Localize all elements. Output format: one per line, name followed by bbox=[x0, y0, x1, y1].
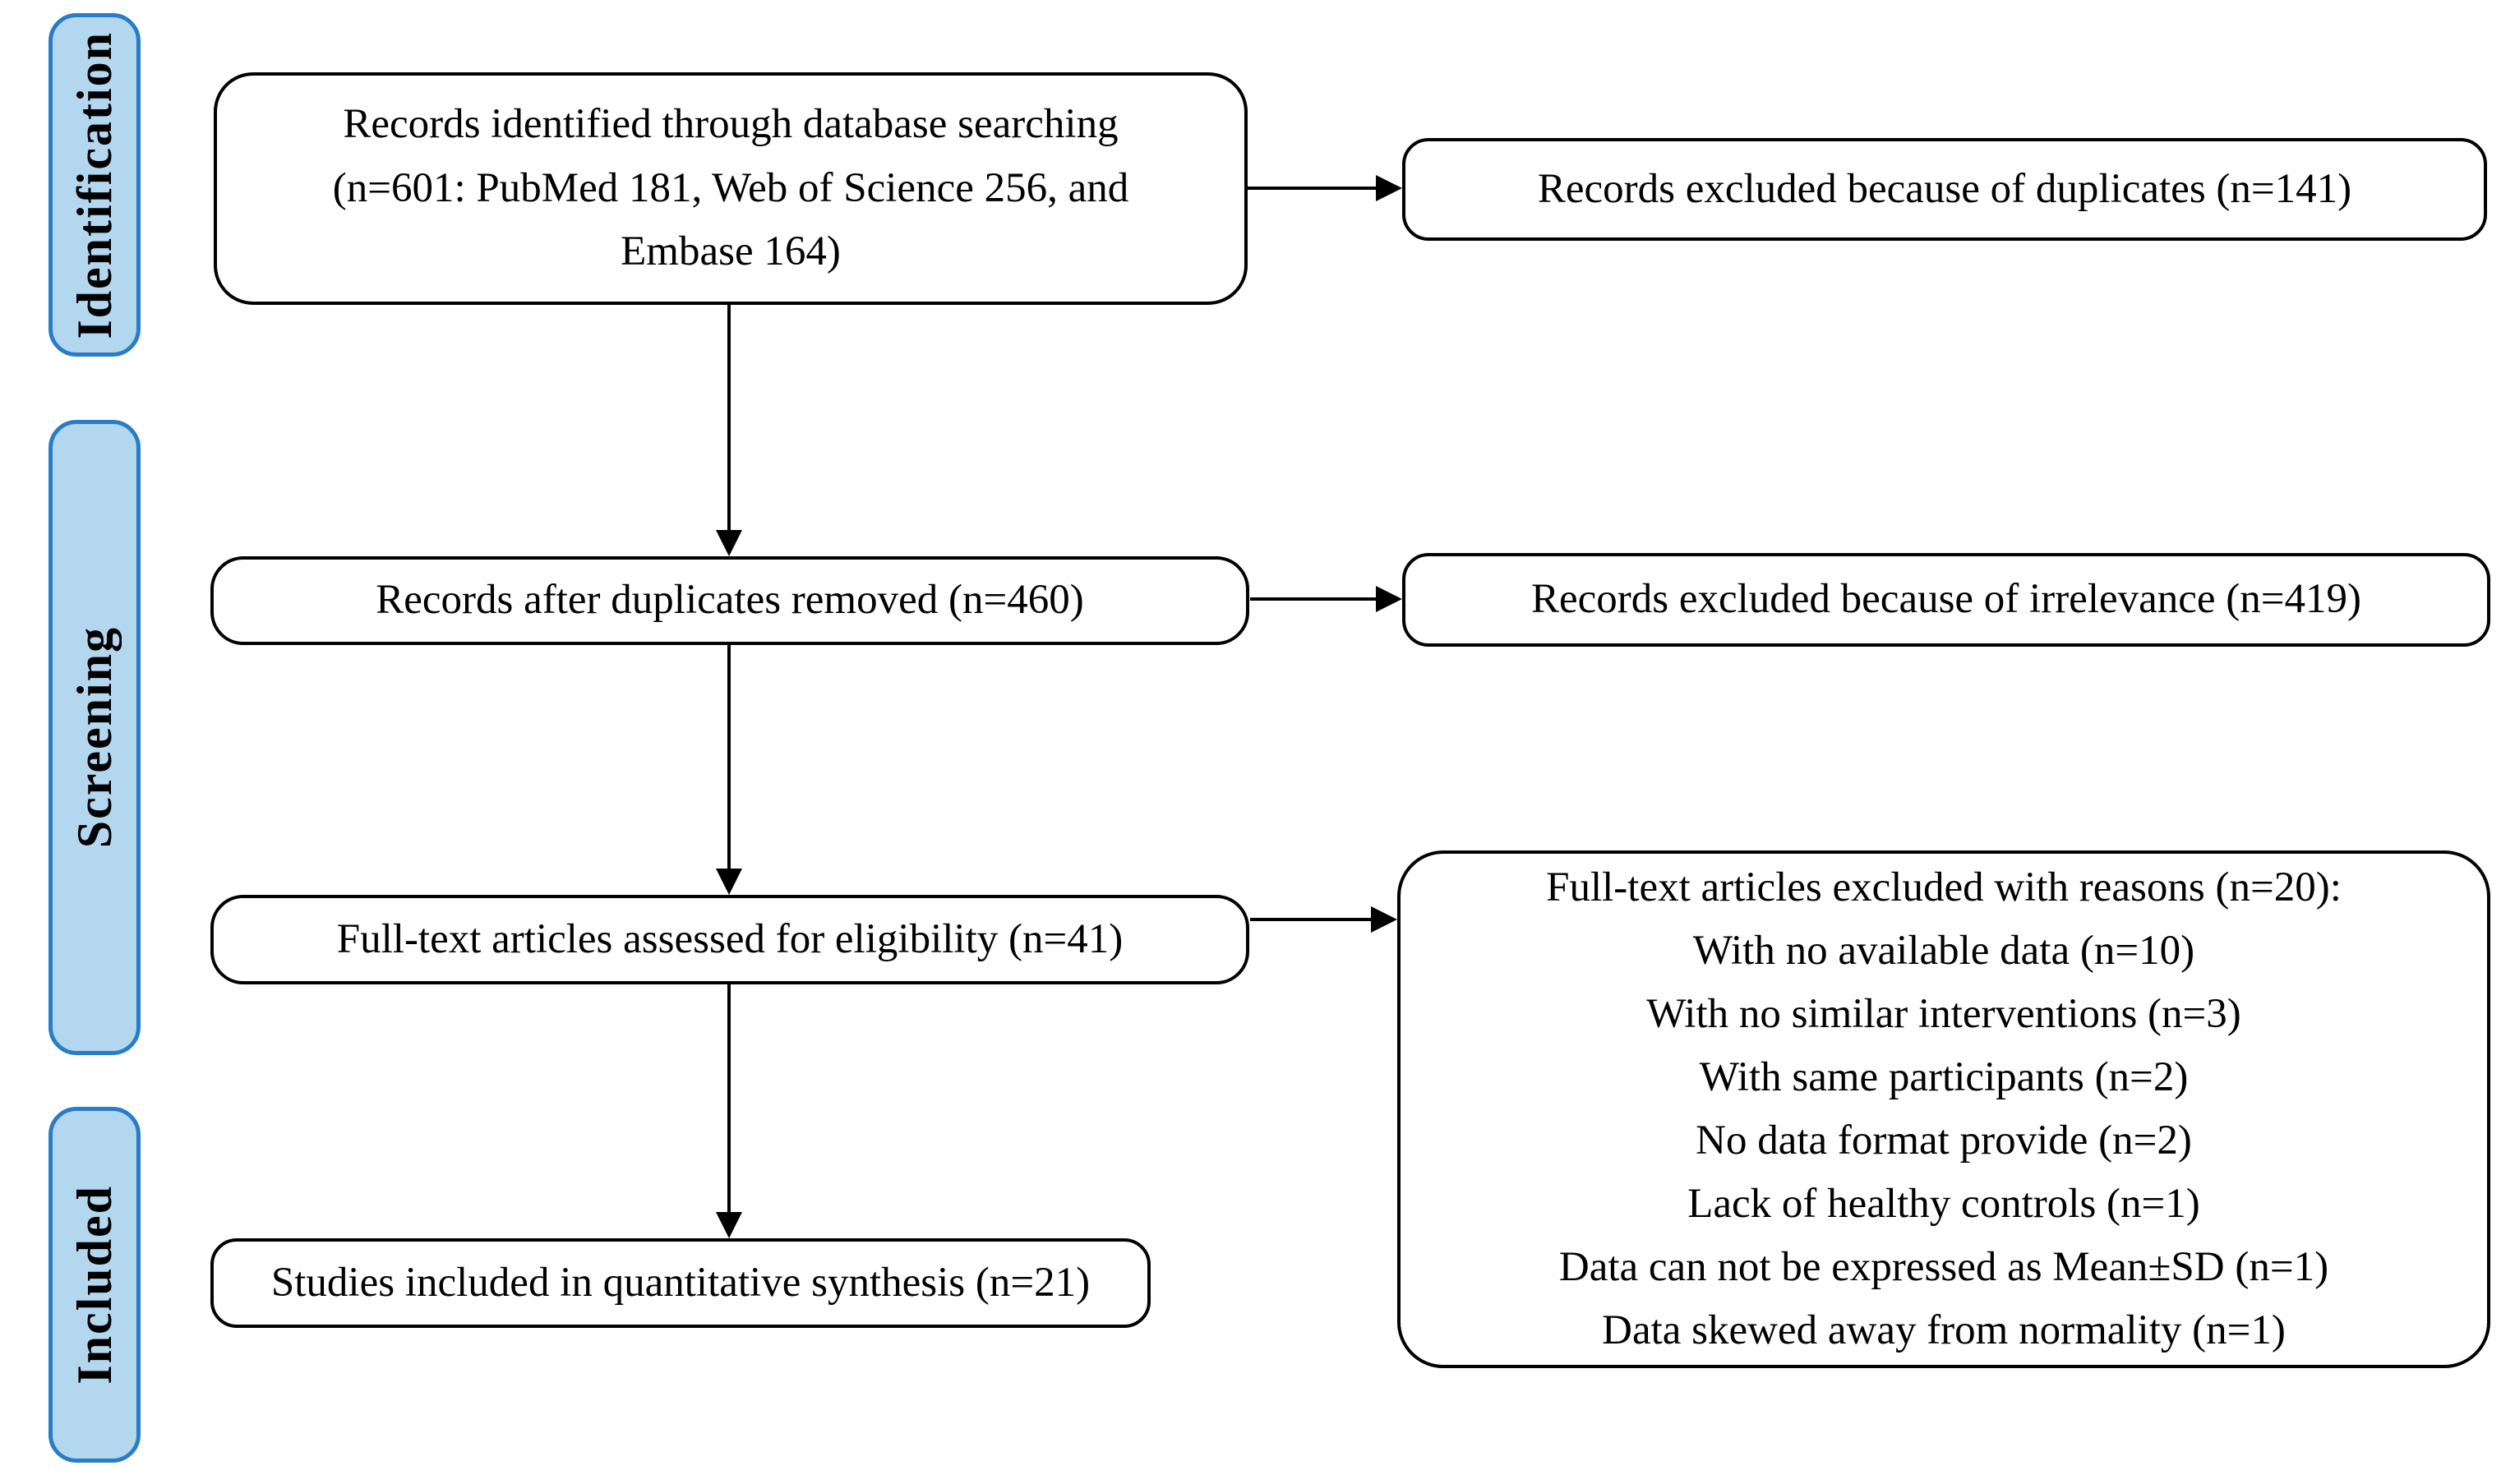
fulltext-assessed-box: Full-text articles assessed for eligibil… bbox=[210, 895, 1249, 984]
arrow-head-icon bbox=[716, 530, 742, 556]
arrow-line bbox=[727, 305, 731, 532]
excluded-reason-line: With no available data (n=10) bbox=[1692, 928, 2195, 974]
records-excluded-irrelevance-box: Records excluded because of irrelevance … bbox=[1402, 553, 2490, 647]
arrow-head-icon bbox=[1376, 175, 1402, 201]
stage-label-identification: Identification bbox=[48, 13, 141, 357]
stage-label-text: Screening bbox=[67, 626, 122, 849]
excluded-reasons-title: Full-text articles excluded with reasons… bbox=[1546, 864, 2342, 910]
stage-label-text: Identification bbox=[67, 30, 122, 339]
arrow-head-icon bbox=[716, 1212, 742, 1238]
excluded-reason-line: With no similar interventions (n=3) bbox=[1646, 991, 2241, 1037]
stage-label-screening: Screening bbox=[48, 420, 141, 1055]
arrow-line bbox=[1248, 187, 1377, 190]
arrow-line bbox=[1250, 918, 1373, 921]
arrow-head-icon bbox=[1376, 586, 1402, 612]
records-excluded-duplicates-box: Records excluded because of duplicates (… bbox=[1402, 138, 2487, 241]
records-identified-box: Records identified through database sear… bbox=[214, 72, 1248, 305]
arrow-head-icon bbox=[1371, 906, 1397, 933]
records-after-duplicates-box: Records after duplicates removed (n=460) bbox=[210, 556, 1249, 645]
excluded-reason-line: Data skewed away from normality (n=1) bbox=[1602, 1307, 2286, 1353]
excluded-reason-line: No data format provide (n=2) bbox=[1696, 1118, 2192, 1164]
excluded-reason-line: Lack of healthy controls (n=1) bbox=[1687, 1181, 2200, 1227]
excluded-reason-line: With same participants (n=2) bbox=[1699, 1054, 2189, 1100]
studies-included-box: Studies included in quantitative synthes… bbox=[210, 1238, 1151, 1328]
arrow-line bbox=[727, 984, 731, 1214]
arrow-head-icon bbox=[716, 869, 742, 895]
stage-label-included: Included bbox=[48, 1107, 141, 1463]
fulltext-excluded-reasons-box: Full-text articles excluded with reasons… bbox=[1397, 850, 2490, 1368]
excluded-reason-line: Data can not be expressed as Mean±SD (n=… bbox=[1558, 1244, 2329, 1290]
arrow-line bbox=[1250, 597, 1377, 601]
stage-label-text: Included bbox=[67, 1185, 122, 1385]
arrow-line bbox=[727, 645, 731, 870]
